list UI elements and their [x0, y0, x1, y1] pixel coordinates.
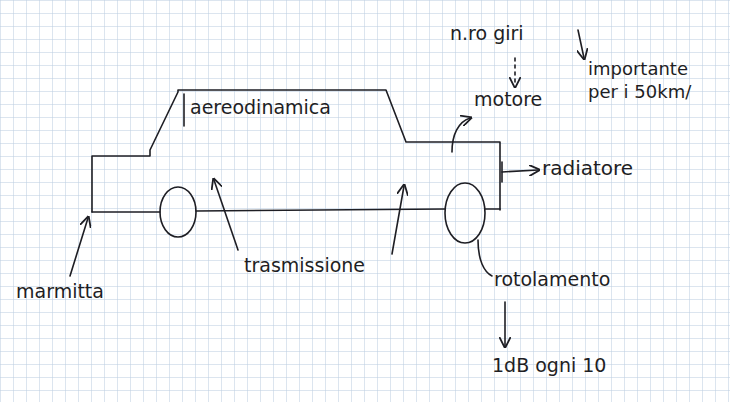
part-label: aereodinamica — [190, 96, 331, 120]
leader-line — [214, 180, 238, 250]
leader-line — [392, 186, 404, 254]
part-label: motore — [474, 88, 542, 112]
leader-line — [504, 302, 506, 346]
part-label: marmitta — [16, 280, 104, 304]
leader-line — [70, 218, 88, 276]
leader-line — [452, 118, 470, 152]
car-floor — [92, 209, 500, 212]
rear-wheel — [160, 187, 196, 237]
front-wheel — [445, 183, 485, 243]
leader-line — [514, 58, 516, 86]
leader-line — [578, 30, 584, 58]
note-label: importante per i 50km/ — [588, 58, 720, 103]
leader-line — [502, 170, 538, 172]
leader-line — [183, 94, 185, 126]
part-label: trasmissione — [244, 254, 365, 278]
note-label: 1dB ogni 10 — [492, 354, 606, 378]
note-label: n.ro giri — [450, 22, 524, 46]
leader-line — [478, 240, 492, 276]
part-label: rotolamento — [494, 268, 610, 292]
part-label: radiatore — [542, 156, 633, 181]
car-body — [92, 90, 500, 212]
